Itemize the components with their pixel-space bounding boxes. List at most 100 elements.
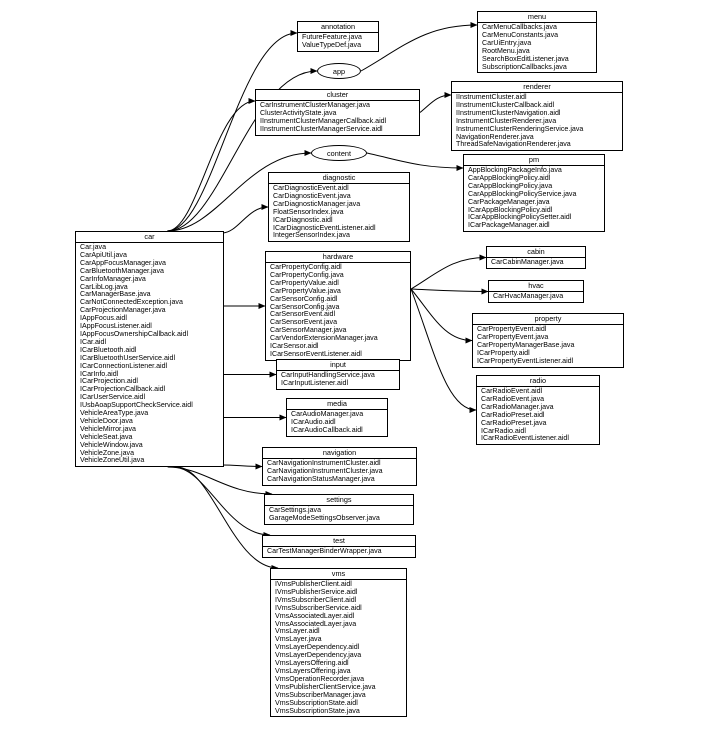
file-item: ICarDiagnosticEventListener.aidl — [273, 223, 376, 232]
edge-car-to-content — [167, 150, 312, 232]
file-item: VmsAssociatedLayer.aidl — [275, 611, 355, 620]
file-item: VehicleMirror.java — [80, 424, 136, 433]
file-item: IUsbAoapSupportCheckService.aidl — [80, 401, 193, 410]
file-item: CarAppBlockingPolicy.java — [468, 181, 553, 190]
file-item: CarPropertyEvent.java — [477, 332, 549, 341]
file-item: CarPropertyManagerBase.java — [477, 340, 575, 349]
file-item: CarAppBlockingPolicy.aidl — [468, 173, 551, 182]
edge-hardware-to-radio — [410, 288, 477, 413]
node-pm-title: pm — [464, 155, 604, 166]
file-item: ICarPropertyEventListener.aidl — [477, 356, 574, 365]
file-item: ICarBluetoothUserService.aidl — [80, 353, 176, 362]
file-item: CarPropertyValue.java — [270, 286, 341, 295]
file-item: VehicleAreaType.java — [80, 409, 149, 418]
file-item: ICarAppBlockingPolicy.aidl — [468, 205, 553, 214]
edge-car-to-settings — [167, 466, 273, 497]
file-item: IInstrumentClusterManagerCallback.aidl — [260, 116, 387, 125]
file-item: ICarProperty.aidl — [477, 348, 530, 357]
file-item: VehicleDoor.java — [80, 416, 133, 425]
file-item: ICar.aidl — [80, 337, 107, 346]
file-item: CarBluetoothManager.java — [80, 266, 164, 275]
file-item: FutureFeature.java — [302, 33, 362, 41]
edge-hardware-to-property — [410, 288, 473, 344]
file-item: IInstrumentClusterCallback.aidl — [456, 100, 555, 109]
file-item: IntegerSensorIndex.java — [273, 231, 350, 240]
file-item: ICarRadio.aidl — [481, 426, 526, 435]
file-item: ICarProjectionCallback.aidl — [80, 385, 166, 394]
file-item: VmsLayersOffering.java — [275, 666, 351, 675]
file-item: IInstrumentCluster.aidl — [456, 93, 527, 101]
file-item: VmsLayersOffering.aidl — [275, 659, 349, 668]
file-item: VmsOperationRecorder.java — [275, 674, 365, 683]
file-item: RootMenu.java — [482, 46, 530, 55]
node-car-title: car — [76, 232, 223, 243]
file-item: InstrumentClusterRenderingService.java — [456, 124, 584, 133]
node-menu-title: menu — [478, 12, 596, 23]
file-item: ICarSensorEventListener.aidl — [270, 349, 362, 358]
node-annotation-title: annotation — [298, 22, 378, 33]
node-diagnostic-title: diagnostic — [269, 173, 409, 184]
node-test: test CarTestManagerBinderWrapper.java — [262, 535, 416, 558]
file-item: CarRadioEvent.aidl — [481, 387, 543, 395]
file-item: VmsLayer.aidl — [275, 627, 320, 636]
file-item: CarUiEntry.java — [482, 38, 532, 47]
file-item: CarDiagnosticEvent.java — [273, 191, 351, 200]
file-item: CarInputHandlingService.java — [281, 371, 375, 379]
node-cabin-title: cabin — [487, 247, 585, 258]
file-item: ICarProjection.aidl — [80, 377, 138, 386]
file-item: CarManagerBase.java — [80, 290, 151, 299]
node-navigation: navigation CarNavigationInstrumentCluste… — [262, 447, 417, 486]
file-item: CarProjectionManager.java — [80, 306, 166, 315]
node-vms-title: vms — [271, 569, 406, 580]
file-item: SubscriptionCallbacks.java — [482, 62, 567, 71]
file-item: ICarAppBlockingPolicySetter.aidl — [468, 213, 572, 222]
file-item: VmsSubscriptionState.java — [275, 706, 360, 715]
file-item: VmsLayerDependency.aidl — [275, 643, 360, 652]
node-app: app — [317, 63, 361, 79]
node-navigation-title: navigation — [263, 448, 416, 459]
file-item: CarHvacManager.java — [493, 292, 564, 300]
file-item: VmsSubscriberManager.java — [275, 690, 366, 699]
file-item: FloatSensorIndex.java — [273, 207, 344, 216]
node-hardware-title: hardware — [266, 252, 410, 263]
file-item: ValueTypeDef.java — [302, 40, 362, 49]
node-test-files: CarTestManagerBinderWrapper.java — [263, 547, 415, 557]
file-item: VmsAssociatedLayer.java — [275, 619, 357, 628]
file-item: CarSensorConfig.aidl — [270, 294, 338, 303]
file-item: CarRadioManager.java — [481, 402, 554, 411]
node-cabin: cabin CarCabinManager.java — [486, 246, 586, 269]
edge-car-to-annotation — [167, 30, 298, 232]
node-cabin-files: CarCabinManager.java — [487, 258, 585, 268]
edge-car-to-navigation — [221, 463, 263, 470]
file-item: IAppFocus.aidl — [80, 314, 127, 323]
file-item: CarVendorExtensionManager.java — [270, 334, 378, 343]
edge-car-to-test — [172, 466, 271, 538]
file-item: IAppFocusOwnershipCallback.aidl — [80, 329, 189, 338]
file-item: InstrumentClusterRenderer.java — [456, 116, 557, 125]
file-item: ICarBluetooth.aidl — [80, 345, 137, 354]
file-item: CarNavigationInstrumentCluster.aidl — [267, 459, 381, 467]
node-hvac-title: hvac — [489, 281, 583, 292]
file-item: CarLibLog.java — [80, 282, 128, 291]
file-item: ICarPackageManager.aidl — [468, 221, 550, 230]
edge-content-to-pm — [366, 152, 464, 171]
file-item: ICarInfo.aidl — [80, 369, 119, 378]
